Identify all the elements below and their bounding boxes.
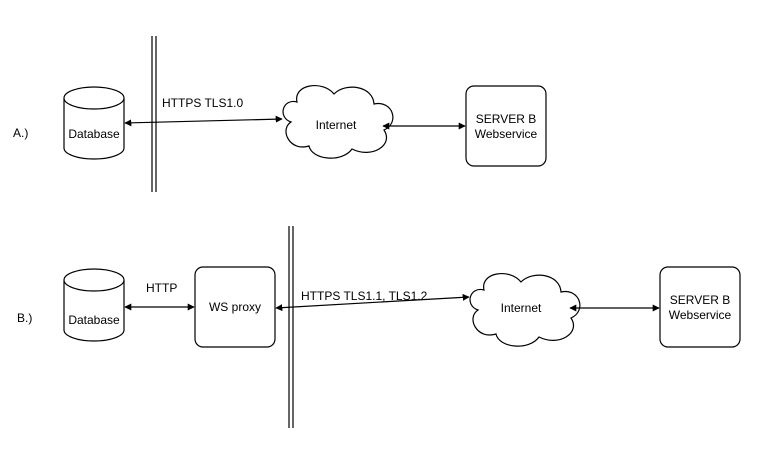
scenario-a-database-label: Database bbox=[68, 127, 120, 141]
scenario-b-database-label: Database bbox=[68, 313, 120, 327]
scenario-b-proxy-label: WS proxy bbox=[209, 300, 261, 314]
scenario-b-label: B.) bbox=[17, 311, 32, 325]
scenario-b-server-b[interactable]: SERVER B Webservice bbox=[659, 266, 741, 348]
scenario-a-server-b[interactable]: SERVER B Webservice bbox=[465, 85, 547, 167]
scenario-b-link-proxy-internet bbox=[275, 293, 470, 312]
scenario-b-internet-label: Internet bbox=[501, 301, 542, 315]
scenario-b-server-type: Webservice bbox=[669, 308, 732, 322]
scenario-a-internet-cloud[interactable]: Internet bbox=[282, 85, 394, 159]
scenario-b: B.) Database HTTP WS proxy HTTPS TLS1.1,… bbox=[17, 226, 741, 428]
scenario-b-firewall bbox=[288, 226, 294, 428]
scenario-a-server-type: Webservice bbox=[475, 127, 538, 141]
scenario-a: A.) Database HTTPS TLS1.0 Internet SERVE… bbox=[13, 36, 547, 192]
scenario-a-link-db-internet bbox=[124, 115, 283, 127]
scenario-a-server-name: SERVER B bbox=[476, 112, 536, 126]
scenario-b-server-name: SERVER B bbox=[670, 293, 730, 307]
scenario-a-link-db-internet-label: HTTPS TLS1.0 bbox=[162, 96, 243, 110]
scenario-b-link-db-proxy-label: HTTP bbox=[146, 281, 177, 295]
scenario-b-internet-cloud[interactable]: Internet bbox=[469, 273, 581, 347]
scenario-a-label: A.) bbox=[13, 126, 28, 140]
scenario-b-database[interactable]: Database bbox=[63, 268, 125, 342]
scenario-a-internet-label: Internet bbox=[316, 118, 357, 132]
scenario-a-firewall bbox=[151, 36, 157, 192]
scenario-b-link-proxy-internet-label: HTTPS TLS1.1, TLS1.2 bbox=[301, 289, 428, 303]
scenario-b-ws-proxy[interactable]: WS proxy bbox=[194, 266, 276, 348]
scenario-a-database[interactable]: Database bbox=[63, 86, 125, 160]
